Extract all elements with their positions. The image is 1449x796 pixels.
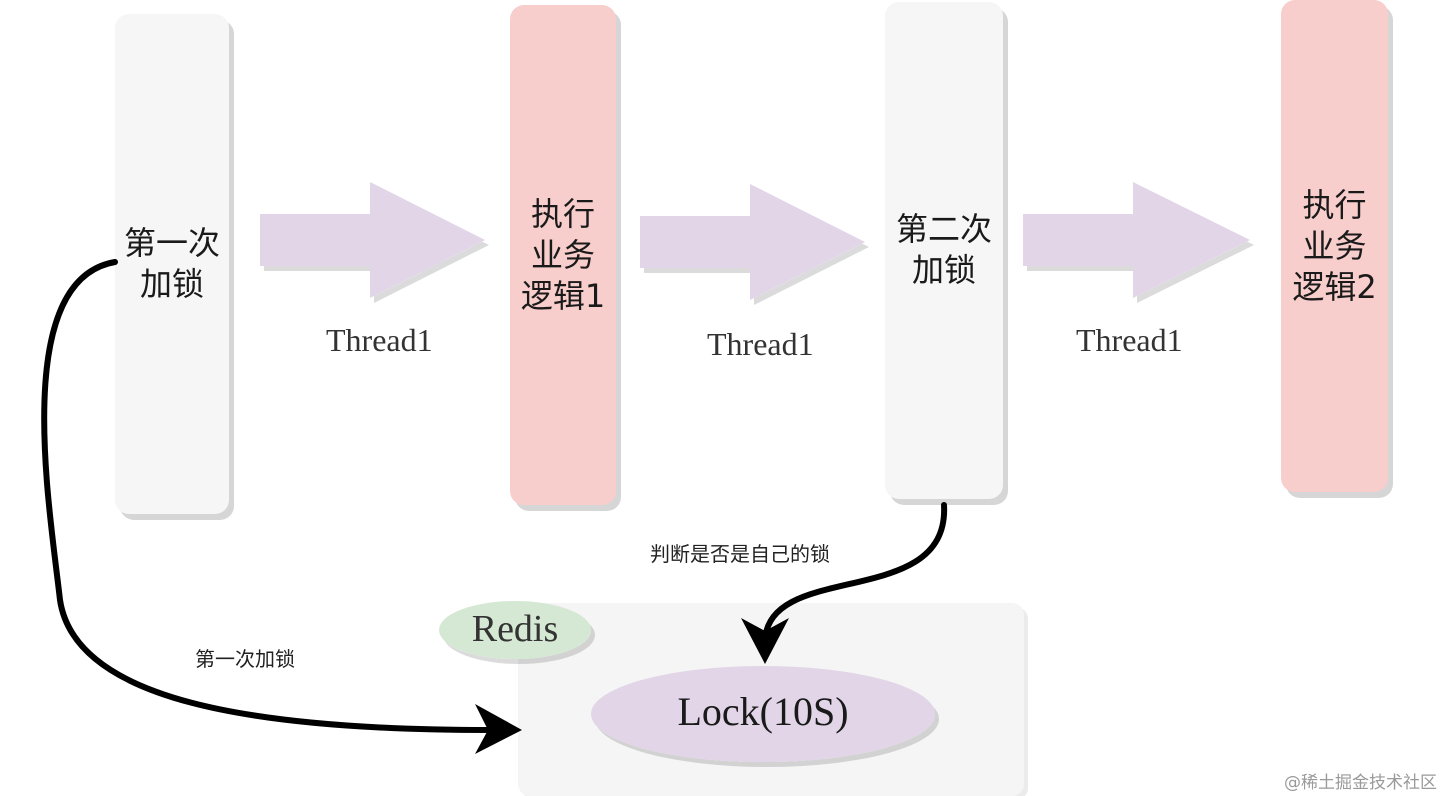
business-logic-1-box: 执行 业务 逻辑1: [510, 5, 616, 505]
redis-label: Redis: [471, 608, 559, 650]
arrow-2: [640, 184, 865, 300]
second-lock-arrowhead: [741, 618, 789, 664]
first-lock-arrowhead: [475, 704, 522, 754]
second-lock-connector: [762, 502, 948, 643]
arrow-3-label: Thread1: [1076, 322, 1183, 358]
arrow-1: [260, 182, 485, 298]
watermark: @稀土掘金技术社区: [1284, 773, 1437, 793]
first-lock-box: 第一次 加锁: [115, 14, 229, 514]
redis-ellipse: [439, 601, 591, 659]
first-lock-edge-caption: 第一次加锁: [195, 647, 295, 671]
lock-ellipse: [591, 666, 935, 762]
business-logic-2-box: 执行 业务 逻辑2: [1281, 0, 1388, 492]
check-own-lock-caption: 判断是否是自己的锁: [650, 542, 830, 566]
second-lock-box: 第二次 加锁: [885, 2, 1003, 499]
first-lock-connector: [41, 259, 493, 733]
arrow-1-label: Thread1: [326, 322, 433, 358]
arrow-2-label: Thread1: [707, 326, 814, 362]
lock-label: Lock(10S): [677, 689, 849, 734]
arrow-3: [1023, 182, 1250, 298]
